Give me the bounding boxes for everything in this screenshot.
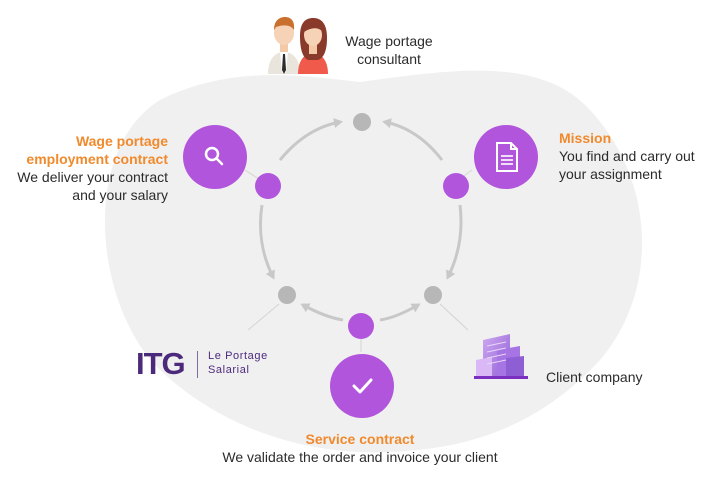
employment-contract-description: We deliver your contract and your salary	[17, 169, 168, 203]
connector-bottom-left	[247, 303, 280, 331]
node-bottom	[348, 313, 374, 339]
arrow-left-to-top	[278, 118, 343, 161]
node-left	[255, 173, 281, 199]
arrow-left-down	[259, 204, 275, 280]
node-bottom-right	[424, 286, 442, 304]
logo-subtitle-line2: Salarial	[208, 364, 250, 376]
service-contract-title: Service contract	[305, 431, 415, 447]
mission-title: Mission	[559, 130, 612, 146]
consultant-label: Wage portage consultant	[345, 33, 433, 67]
client-company-label: Client company	[546, 369, 643, 385]
service-contract-description: We validate the order and invoice your c…	[222, 449, 498, 465]
itg-logo: ITG	[136, 346, 186, 381]
connector-bottom-right	[439, 303, 469, 331]
office-building-icon	[474, 334, 528, 379]
arrow-bottom-to-right	[379, 303, 421, 322]
logo-subtitle-line1: Le Portage	[208, 350, 268, 362]
logo-subtitle: Le Portage Salarial	[208, 349, 268, 377]
arrow-bottom-to-left	[300, 303, 344, 322]
arrow-right-down	[446, 204, 463, 280]
node-bottom-left	[278, 286, 296, 304]
employment-contract-title: Wage portage employment contract	[26, 133, 168, 167]
logo-divider	[197, 351, 198, 378]
mission-description: You find and carry out your assignment	[559, 148, 695, 182]
search-icon	[183, 125, 247, 189]
consultant-couple-icon	[268, 17, 328, 74]
document-icon	[474, 125, 538, 189]
node-right	[443, 173, 469, 199]
arrow-right-to-top	[382, 118, 444, 161]
node-top	[353, 113, 371, 131]
checkmark-icon	[330, 354, 394, 418]
